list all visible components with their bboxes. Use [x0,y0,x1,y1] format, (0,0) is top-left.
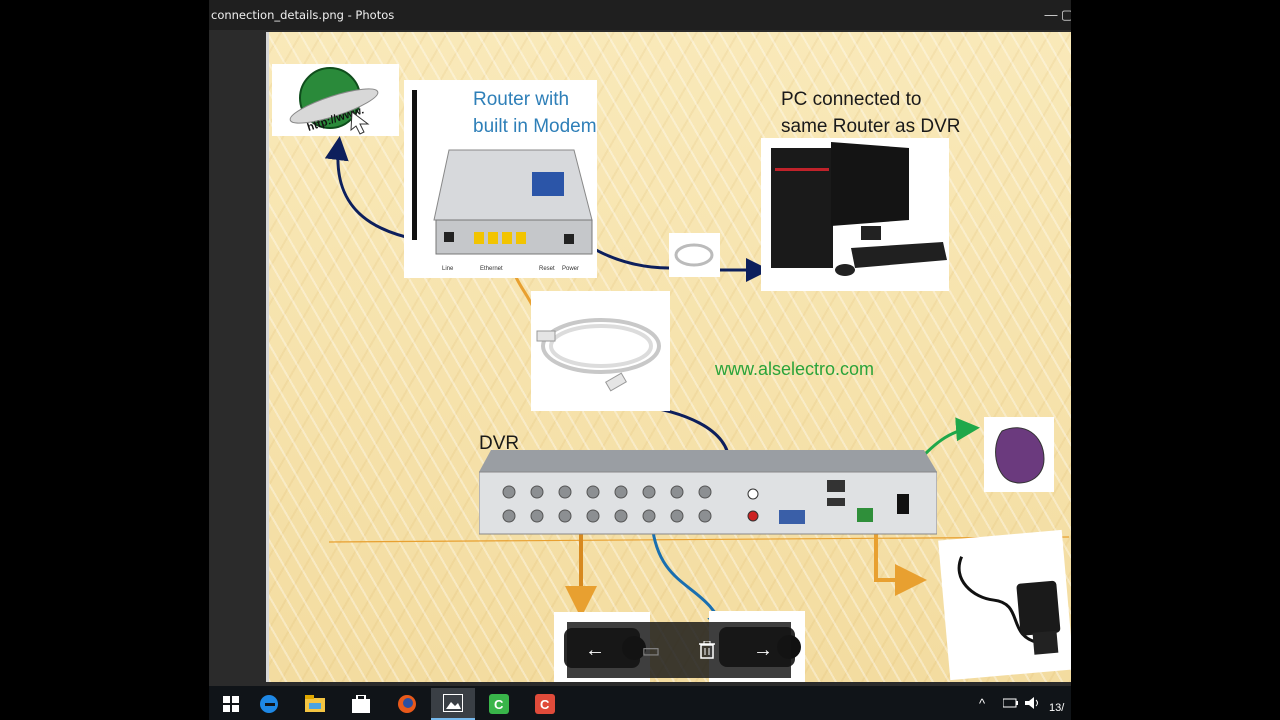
svg-text:C: C [494,697,504,712]
edge-icon [260,695,278,713]
window-title: connection_details.png - Photos [211,8,395,22]
previous-button[interactable]: ← [575,630,615,670]
photos-button[interactable] [431,688,475,720]
pc-label: PC connected to same Router as DVR [781,89,961,137]
camtasia-recorder-icon: C [489,694,509,714]
store-button[interactable] [339,688,383,720]
svg-text:C: C [540,697,550,712]
slideshow-button[interactable]: ▭ [631,630,671,670]
edge-button[interactable] [247,688,291,720]
ethernet-cable-image [531,291,670,411]
photos-window: connection_details.png - Photos — ▢ [209,0,1071,686]
volume-icon [1025,697,1038,709]
minimize-button[interactable]: — [1044,7,1058,22]
port-label-reset: Reset [539,266,555,272]
router-image: Line Ethernet Reset Power [404,80,597,278]
router-pc-cable [588,244,670,270]
mouse-image [984,417,1054,492]
maximize-button[interactable]: ▢ [1061,7,1071,22]
dvr-power-cable [874,520,927,596]
store-icon [352,695,370,713]
port-label-ethernet: Ethernet [480,266,503,272]
viewer-toolbar: ← ▭ → [567,622,791,678]
port-label-power: Power [562,266,579,272]
camtasia-studio-icon: C [535,694,555,714]
arrow-left-icon: ← [585,638,605,661]
volume-button[interactable] [1025,686,1041,720]
photos-icon [443,694,463,712]
camtasia-studio-button[interactable]: C [523,688,567,720]
dvr-image [478,442,938,538]
title-bar: connection_details.png - Photos — ▢ [209,0,1071,30]
windows-start-icon [223,696,239,712]
globe-icon: http://www. [289,67,379,135]
camtasia-recorder-button[interactable]: C [477,688,521,720]
arrow-right-icon: → [753,638,773,661]
internet-globe-image: http://www. [272,64,399,136]
battery-button[interactable] [1003,686,1019,720]
file-explorer-icon [305,695,325,712]
power-adapter-image [938,529,1071,681]
start-button[interactable] [209,688,253,720]
dvr-label: DVR [479,433,520,454]
next-button[interactable]: → [743,630,783,670]
pc-image [761,138,949,291]
delete-button[interactable] [687,630,727,670]
small-cable-image [669,233,720,277]
clock[interactable]: 13/ [1049,702,1065,714]
chevron-up-icon: ^ [979,695,986,711]
image-canvas: http://www. Line Ethernet Reset [266,32,1071,682]
router-label: Router with built in Modem [473,89,597,137]
firefox-button[interactable] [385,688,429,720]
slideshow-icon: ▭ [641,639,661,662]
taskbar: C C ^ 13/ [209,686,1071,720]
trash-icon [699,641,715,659]
website-label: www.alselectro.com [715,359,875,379]
file-explorer-button[interactable] [293,688,337,720]
battery-icon [1003,698,1018,708]
port-label-line: Line [442,266,454,272]
tray-overflow-button[interactable]: ^ [979,686,985,720]
firefox-icon [398,695,416,713]
